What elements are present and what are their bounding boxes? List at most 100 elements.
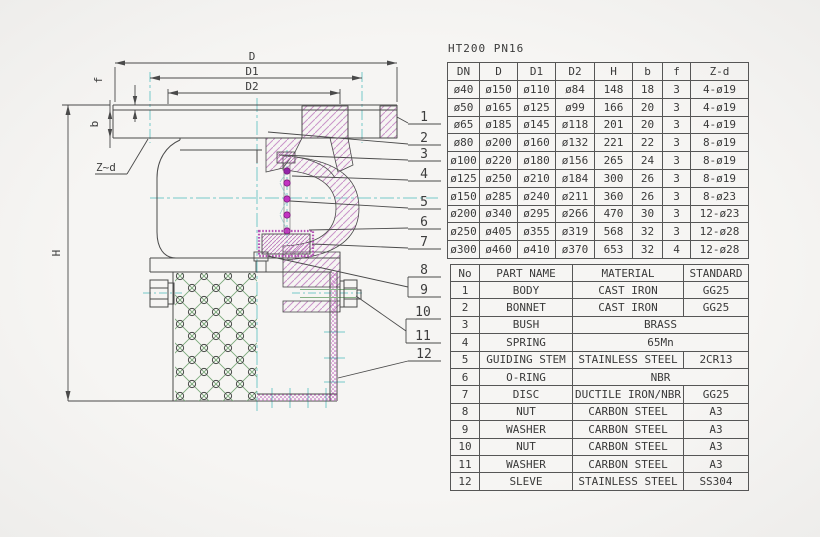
callout-12: 12 (416, 347, 432, 362)
table-cell: SPRING (479, 333, 573, 352)
callout-8: 8 (420, 263, 428, 278)
table-cell: STAINLESS STEEL (572, 350, 684, 369)
table-cell: ø110 (517, 80, 556, 99)
table-cell: 300 (594, 168, 633, 188)
table-cell: 4 (662, 240, 691, 259)
table-cell: 7 (450, 385, 480, 404)
callout-4: 4 (420, 167, 428, 182)
spec-col-dn: DN (447, 62, 480, 81)
table-cell: ø165 (479, 97, 518, 117)
dimension-lines (62, 62, 398, 402)
table-cell: 2 (450, 298, 480, 317)
table-cell: 18 (632, 80, 663, 99)
table-cell: 1 (450, 280, 480, 300)
dim-label-zd: Z~d (96, 161, 116, 174)
table-cell: 20 (632, 115, 663, 135)
spec-col-d: D (479, 62, 518, 81)
table-cell: ø266 (555, 204, 595, 224)
table-cell: ø125 (447, 168, 480, 188)
table-cell: 65Mn (572, 333, 749, 352)
table-cell: 4-ø19 (690, 115, 749, 135)
spec-col-d1: D1 (517, 62, 556, 81)
table-cell: ø355 (517, 222, 556, 242)
table-cell: 32 (632, 222, 663, 242)
table-cell: ø150 (479, 80, 518, 99)
dimension-arrows (65, 60, 397, 401)
dimension-labels: D D1 D2 H b f Z~d (50, 50, 259, 256)
table-cell: SS304 (683, 472, 749, 491)
table-cell: ø156 (555, 151, 595, 170)
callout-leaders (267, 116, 441, 379)
spec-col-d2: D2 (555, 62, 595, 81)
table-cell: DUCTILE IRON/NBR (572, 385, 684, 404)
disc-section (261, 233, 311, 255)
table-cell: 22 (632, 133, 663, 153)
table-cell: 3 (662, 151, 691, 170)
table-cell: 8 (450, 402, 480, 422)
table-cell: 3 (662, 133, 691, 153)
table-cell: 3 (662, 222, 691, 242)
table-cell: 4 (450, 333, 480, 352)
table-cell: ø185 (479, 115, 518, 135)
table-cell: ø340 (479, 204, 518, 224)
table-cell: 2CR13 (683, 350, 749, 369)
table-cell: 26 (632, 186, 663, 206)
parts-col-no: No (450, 264, 480, 282)
spec-col-b: b (632, 62, 663, 81)
table-cell: ø160 (517, 133, 556, 153)
table-cell: 8-ø19 (690, 133, 749, 153)
callout-7: 7 (420, 235, 428, 250)
table-cell: ø370 (555, 240, 595, 259)
table-cell: 265 (594, 151, 633, 170)
table-cell: 12-ø23 (690, 204, 749, 224)
table-cell: 470 (594, 204, 633, 224)
table-cell: 3 (662, 80, 691, 99)
table-cell: A3 (683, 437, 749, 456)
left-bolt (149, 279, 175, 308)
table-cell: CAST IRON (572, 298, 684, 317)
callout-2: 2 (420, 131, 428, 146)
dim-label-d: D (249, 50, 256, 63)
table-cell: ø80 (447, 133, 480, 153)
table-cell: ø84 (555, 80, 595, 99)
parts-col-standard: STANDARD (683, 264, 749, 282)
table-cell: ø50 (447, 97, 480, 117)
table-cell: 12-ø28 (690, 240, 749, 259)
table-cell: BODY (479, 280, 573, 300)
spring-coil-dots (283, 167, 291, 235)
callout-3: 3 (420, 147, 428, 162)
table-cell: 6 (450, 367, 480, 387)
table-cell: 221 (594, 133, 633, 153)
table-cell: 3 (450, 315, 480, 335)
table-cell: A3 (683, 420, 749, 439)
callout-1: 1 (420, 110, 428, 125)
table-cell: GG25 (683, 298, 749, 317)
disc-seal-stipple (257, 229, 315, 258)
table-cell: ø220 (479, 151, 518, 170)
table-cell: 4-ø19 (690, 97, 749, 117)
table-cell: 8-ø19 (690, 151, 749, 170)
table-cell: NBR (572, 367, 749, 387)
table-cell: ø100 (447, 151, 480, 170)
stem-washer (255, 260, 267, 273)
table-cell: 5 (450, 350, 480, 369)
table-cell: O-RING (479, 367, 573, 387)
table-cell: BRASS (572, 315, 749, 335)
table-cell: ø118 (555, 115, 595, 135)
